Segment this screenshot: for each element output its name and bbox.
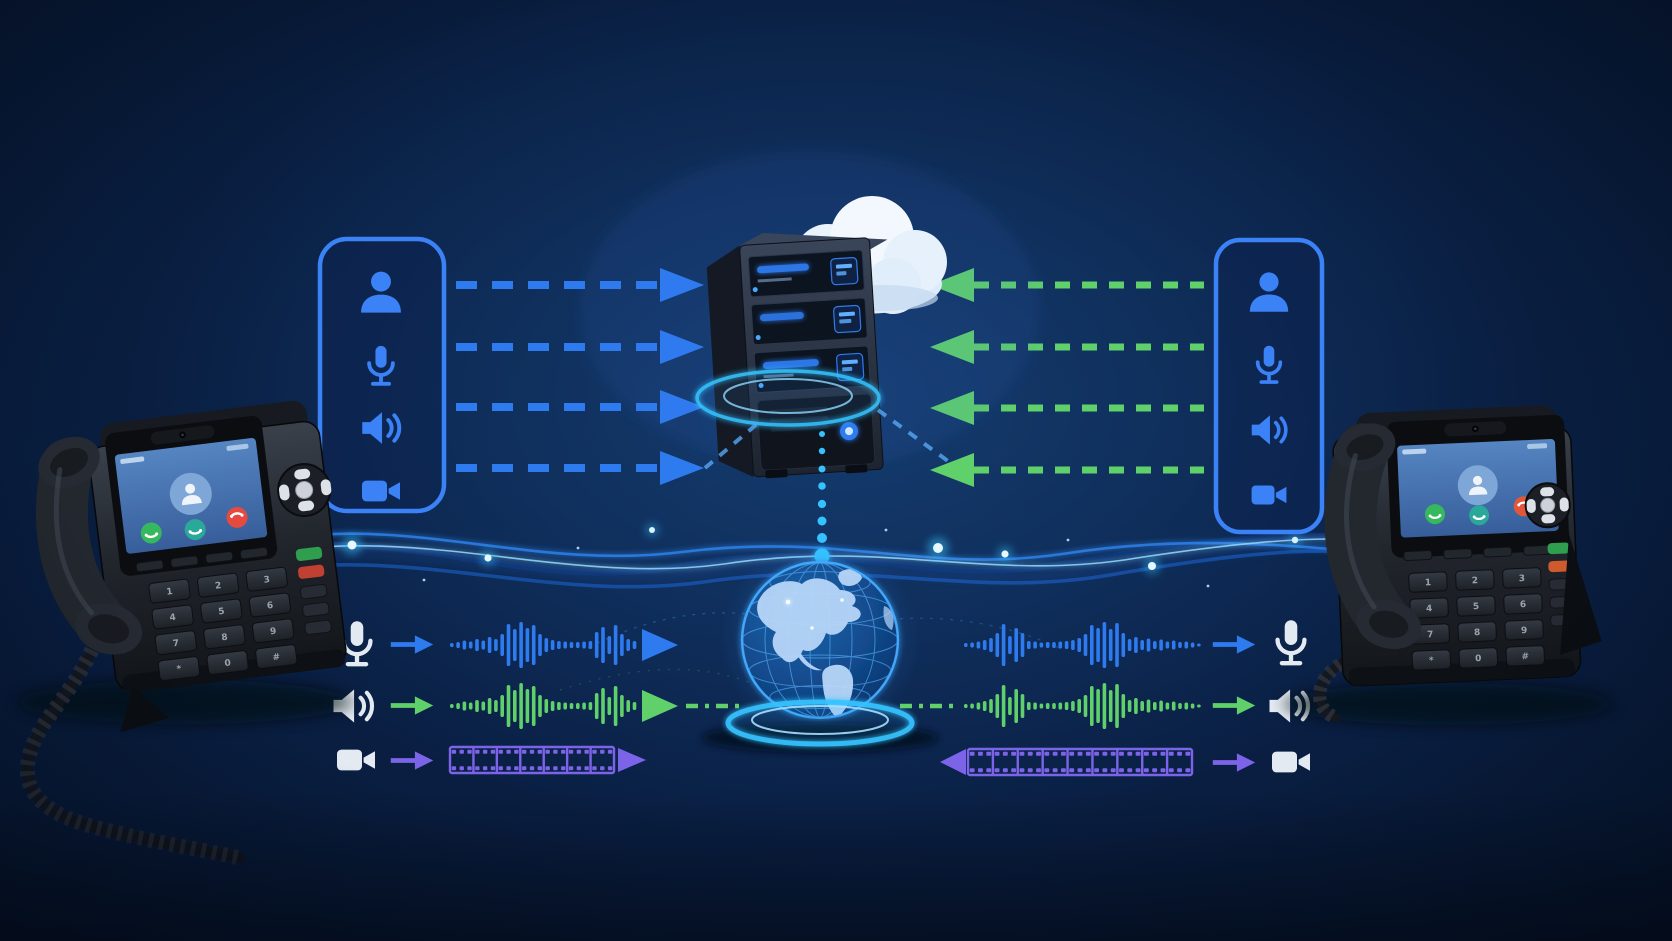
vignette	[0, 0, 1672, 941]
illustration-stage: 123456789*0#	[0, 0, 1672, 941]
scene: 123456789*0#	[0, 0, 1672, 941]
